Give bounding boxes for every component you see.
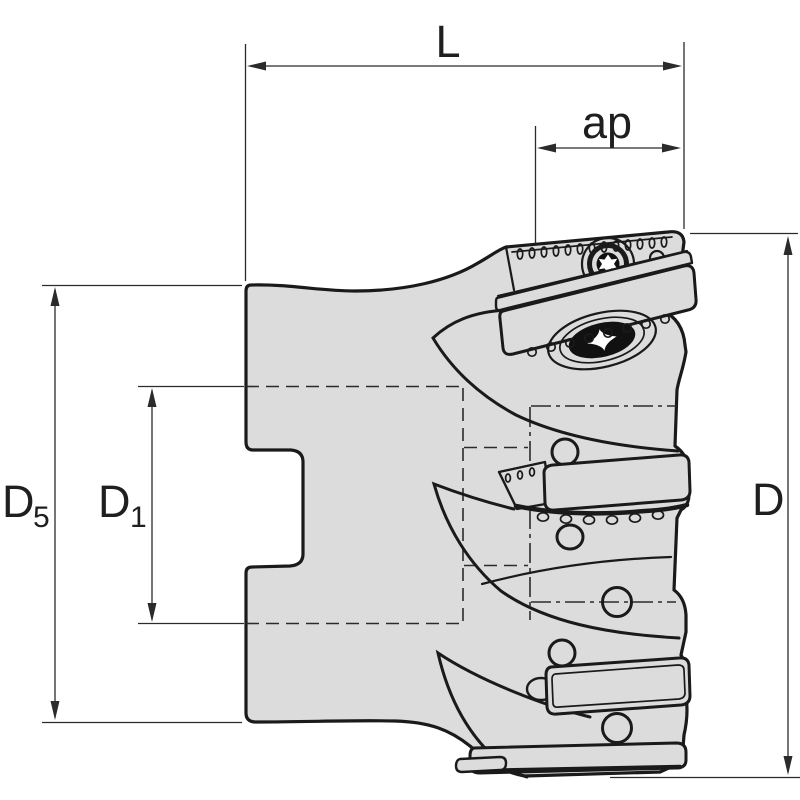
second-insert-serration-dots: [526, 313, 671, 358]
seat-insert-inner-line: [551, 664, 686, 709]
torx-star-icon: [598, 254, 618, 274]
bottom-insert-left-cap: [454, 755, 508, 774]
serration-dot: [582, 514, 596, 526]
label-D: D: [752, 474, 785, 525]
dimension-ap: ap: [534, 97, 681, 243]
serration-dot: [605, 514, 619, 526]
serration-dot: [528, 247, 536, 259]
serration-dot: [583, 332, 595, 344]
serration-dot: [628, 512, 642, 524]
serration-dot: [651, 509, 665, 521]
serration-dot: [545, 341, 557, 353]
serration-dot: [552, 245, 560, 257]
seat-serration-dots: [536, 509, 665, 526]
serration-dot: [564, 244, 572, 256]
screw-mid-ring: [559, 316, 645, 364]
dimension-D1: D 1: [98, 385, 244, 625]
serration-dot: [576, 243, 584, 255]
flute-middle: [431, 481, 681, 640]
label-D5-main: D: [2, 476, 35, 527]
serration-dot: [504, 473, 512, 483]
arrowhead-left: [537, 143, 556, 153]
pocket-wall-dots: [504, 467, 536, 483]
serration-dot: [516, 248, 524, 260]
arrowhead-up: [783, 236, 793, 255]
label-ap: ap: [582, 97, 632, 148]
bottom-insert: [454, 741, 688, 775]
arrowhead-down: [147, 603, 157, 622]
lower-insert-seat: [525, 638, 692, 744]
top-insert-left-edge: [504, 245, 516, 292]
arrowhead-up: [50, 287, 60, 306]
hidden-bore-dashed-lines: [246, 385, 677, 625]
screw-outer-ring: [547, 309, 657, 371]
arrowhead-right: [663, 61, 682, 71]
label-L: L: [435, 16, 460, 67]
second-insert-top-strip: [494, 250, 694, 312]
serration-dot: [602, 327, 614, 339]
flute-middle-inner-line: [480, 555, 673, 586]
torx-star-icon: [587, 329, 617, 351]
label-D5-subscript: 5: [33, 501, 50, 534]
serration-dot: [559, 513, 573, 525]
serration-dot: [660, 236, 668, 248]
serration-dot: [516, 470, 524, 480]
coolant-hole-lower: [601, 586, 633, 618]
label-D1-subscript: 1: [130, 501, 147, 534]
bottom-insert-cutting-edge: [472, 764, 683, 774]
serration-dot: [528, 467, 536, 477]
arrowhead-down: [783, 756, 793, 775]
second-insert-torx-screw: [547, 309, 657, 371]
serration-dot: [636, 238, 644, 250]
serration-dot: [640, 318, 652, 330]
arrowhead-right: [662, 143, 681, 153]
screw-hole-bottom: [601, 712, 633, 744]
serration-dot: [621, 322, 633, 334]
arrowhead-left: [247, 61, 266, 71]
serration-dot: [536, 511, 550, 523]
label-D1-main: D: [98, 476, 131, 527]
serration-dot: [526, 346, 538, 358]
dimension-L: L: [244, 16, 685, 281]
serration-dot: [648, 237, 656, 249]
flute-upper: [431, 308, 680, 453]
second-insert-face: [498, 264, 698, 356]
dimension-D5: D 5: [2, 284, 242, 724]
seat-insert-side: [542, 453, 692, 512]
seat-serrated-edge: [513, 502, 690, 516]
coolant-hole-upper: [555, 523, 585, 551]
dimension-D: D: [610, 232, 800, 779]
arrowhead-down: [50, 701, 60, 720]
arrowhead-up: [147, 388, 157, 407]
serration-dot: [659, 313, 671, 325]
middle-insert-seat: [497, 437, 692, 618]
second-insert: [494, 250, 698, 371]
serration-dot: [564, 337, 576, 349]
serration-dot: [540, 246, 548, 258]
